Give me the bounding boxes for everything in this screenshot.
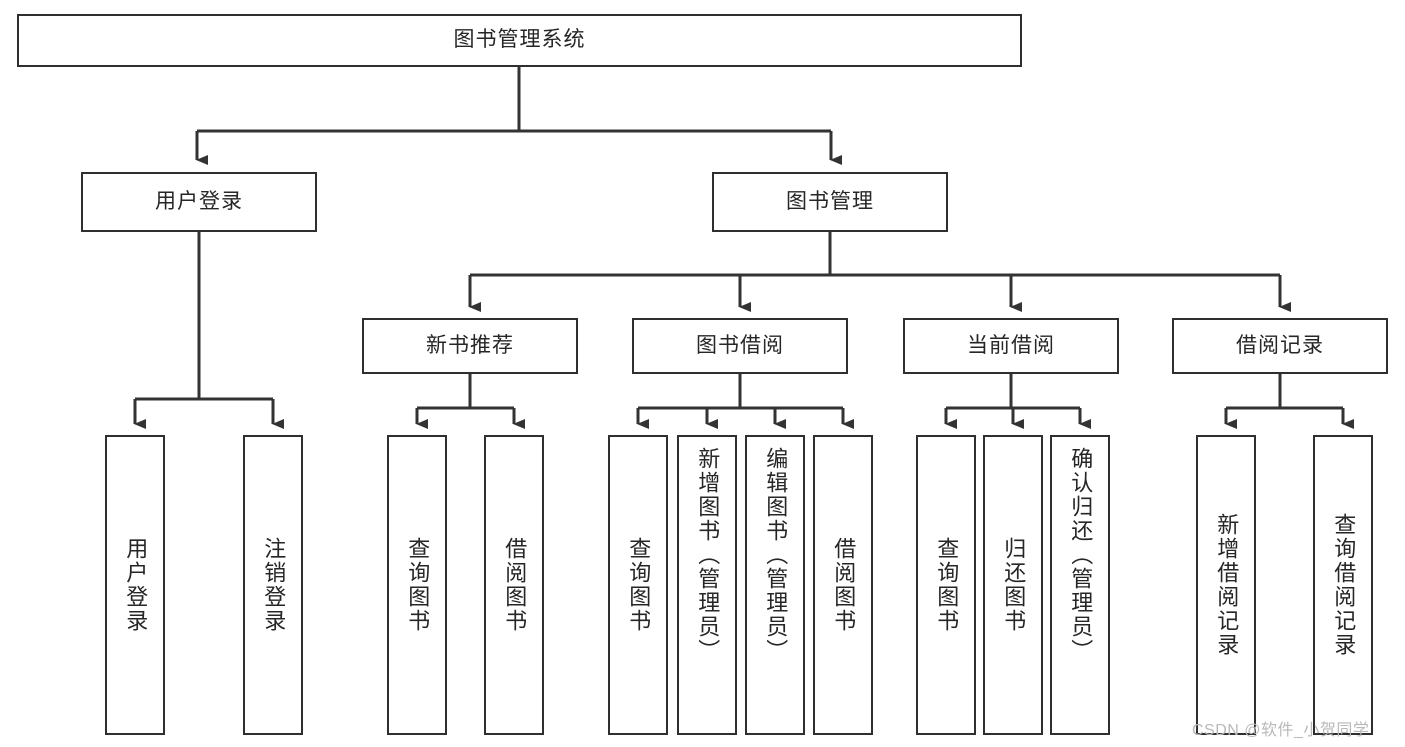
node-book-borrow[interactable]: 图书借阅 [632,318,848,374]
node-new-book-rec[interactable]: 新书推荐 [362,318,578,374]
node-user-login-label: 用户登录 [155,189,243,213]
node-borrow-record-label: 借阅记录 [1236,333,1324,357]
node-leaf-return-book[interactable]: 归还图书 [983,435,1043,735]
node-book-manage-label: 图书管理 [786,189,874,213]
node-leaf-query-record-label: 查询借阅记录 [1331,513,1357,657]
node-leaf-logout-label: 注销登录 [261,537,287,633]
node-current-borrow-label: 当前借阅 [967,333,1055,357]
node-leaf-borrow-book-1-label: 借阅图书 [502,537,528,633]
node-leaf-query-book-2-label: 查询图书 [626,537,652,633]
node-book-manage[interactable]: 图书管理 [712,172,948,232]
node-leaf-add-book[interactable]: 新增图书（管理员） [677,435,737,735]
csdn-watermark: CSDN @软件_小贺同学 [1192,722,1370,739]
node-leaf-add-book-label: 新增图书（管理员） [695,447,721,663]
node-new-book-rec-label: 新书推荐 [426,333,514,357]
node-leaf-query-book-1-label: 查询图书 [405,537,431,633]
node-leaf-query-book-3[interactable]: 查询图书 [916,435,976,735]
node-leaf-logout[interactable]: 注销登录 [243,435,303,735]
node-leaf-borrow-book-2[interactable]: 借阅图书 [813,435,873,735]
node-leaf-confirm-return-label: 确认归还（管理员） [1068,447,1094,663]
node-leaf-borrow-book-2-label: 借阅图书 [831,537,857,633]
node-leaf-confirm-return[interactable]: 确认归还（管理员） [1050,435,1110,735]
node-leaf-user-login[interactable]: 用户登录 [105,435,165,735]
node-leaf-return-book-label: 归还图书 [1001,537,1027,633]
node-leaf-add-record-label: 新增借阅记录 [1214,513,1240,657]
node-leaf-add-record[interactable]: 新增借阅记录 [1196,435,1256,735]
node-leaf-query-book-3-label: 查询图书 [934,537,960,633]
node-root-label: 图书管理系统 [453,28,586,52]
node-leaf-borrow-book-1[interactable]: 借阅图书 [484,435,544,735]
node-borrow-record[interactable]: 借阅记录 [1172,318,1388,374]
node-leaf-query-book-2[interactable]: 查询图书 [608,435,668,735]
node-leaf-query-book-1[interactable]: 查询图书 [387,435,447,735]
node-leaf-edit-book[interactable]: 编辑图书（管理员） [745,435,805,735]
node-root[interactable]: 图书管理系统 [17,14,1022,67]
node-book-borrow-label: 图书借阅 [696,333,784,357]
node-leaf-query-record[interactable]: 查询借阅记录 [1313,435,1373,735]
node-leaf-user-login-label: 用户登录 [123,537,149,633]
node-leaf-edit-book-label: 编辑图书（管理员） [763,447,789,663]
node-user-login[interactable]: 用户登录 [81,172,317,232]
node-current-borrow[interactable]: 当前借阅 [903,318,1119,374]
